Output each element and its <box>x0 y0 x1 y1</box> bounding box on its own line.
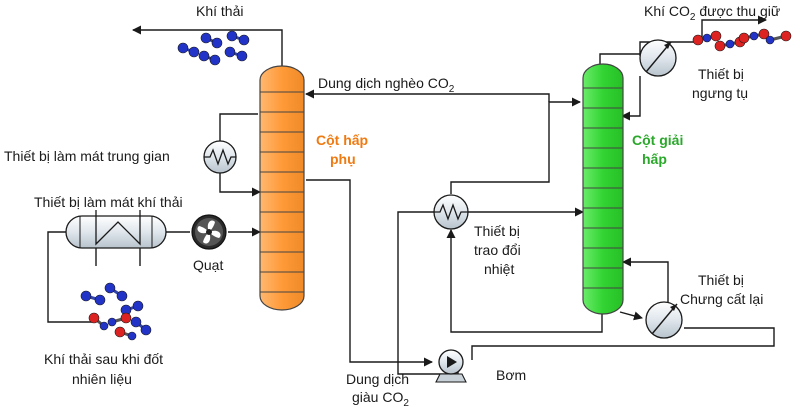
flue-source-label-line1: Khí thải sau khi đốt <box>44 351 163 367</box>
stripper-top-pipe <box>599 53 640 66</box>
rich-solution-label-line2: giàu CO2 <box>352 389 409 408</box>
pump-label: Bơm <box>496 367 526 383</box>
cooler-loop-in <box>219 166 261 197</box>
rich-solution-pipe <box>306 179 433 367</box>
absorber-column <box>259 65 305 311</box>
stripper-column <box>582 63 624 315</box>
flue-gas-cooler-icon <box>65 210 167 249</box>
lean-solution-pipe <box>305 89 550 102</box>
condenser-icon <box>639 39 677 77</box>
co2-molecules-icon <box>692 28 792 52</box>
stripper-label-line1: Cột giải <box>632 132 683 148</box>
condenser-return-pipe <box>621 76 641 121</box>
stripper-trays <box>583 87 623 289</box>
reboiler-return-pipe <box>622 257 669 304</box>
lean-return-pipe <box>446 229 603 333</box>
reboiler-label-line2: Chưng cất lại <box>680 291 763 307</box>
flue-inlet-pipe <box>47 231 92 323</box>
intermediate-cooler-icon <box>203 140 237 174</box>
condenser-label-line2: ngưng tụ <box>692 85 748 101</box>
exhaust-pipe <box>132 25 283 68</box>
cooler-loop-out <box>219 113 258 148</box>
flue-gas-molecules-icon <box>80 282 152 341</box>
exhaust-molecules-icon <box>177 30 250 66</box>
heat-exchanger-label-line1: Thiết bị <box>474 223 520 239</box>
absorber-trays <box>260 91 304 293</box>
hx-to-lean-pipe <box>450 97 581 194</box>
reboiler-bottom-pipe <box>471 327 775 360</box>
fan-icon <box>191 214 227 250</box>
condenser-label-line1: Thiết bị <box>698 66 744 82</box>
pump-icon <box>435 349 467 383</box>
reboiler-icon <box>645 301 683 339</box>
stripper-label-line2: hấp <box>642 151 667 167</box>
absorber-label-line1: Cột hấp <box>316 132 368 148</box>
exhaust-label: Khí thải <box>196 3 243 19</box>
flue-cooler-label: Thiết bị làm mát khí thải <box>34 194 183 210</box>
reboiler-label-line1: Thiết bị <box>698 272 744 288</box>
lean-solution-label: Dung dịch nghèo CO2 <box>318 75 455 95</box>
flue-source-label-line2: nhiên liệu <box>72 371 132 387</box>
heat-exchanger-icon <box>433 194 469 230</box>
absorber-label-line2: phụ <box>330 151 356 167</box>
intermediate-cooler-label: Thiết bị làm mát trung gian <box>4 148 170 164</box>
fan-label: Quạt <box>193 257 223 273</box>
rich-solution-label-line1: Dung dịch <box>346 371 409 387</box>
heat-exchanger-label-line3: nhiệt <box>484 261 514 277</box>
heat-exchanger-label-line2: trao đổi <box>474 242 521 258</box>
co2-captured-label: Khí CO2 được thu giữ <box>644 3 780 23</box>
